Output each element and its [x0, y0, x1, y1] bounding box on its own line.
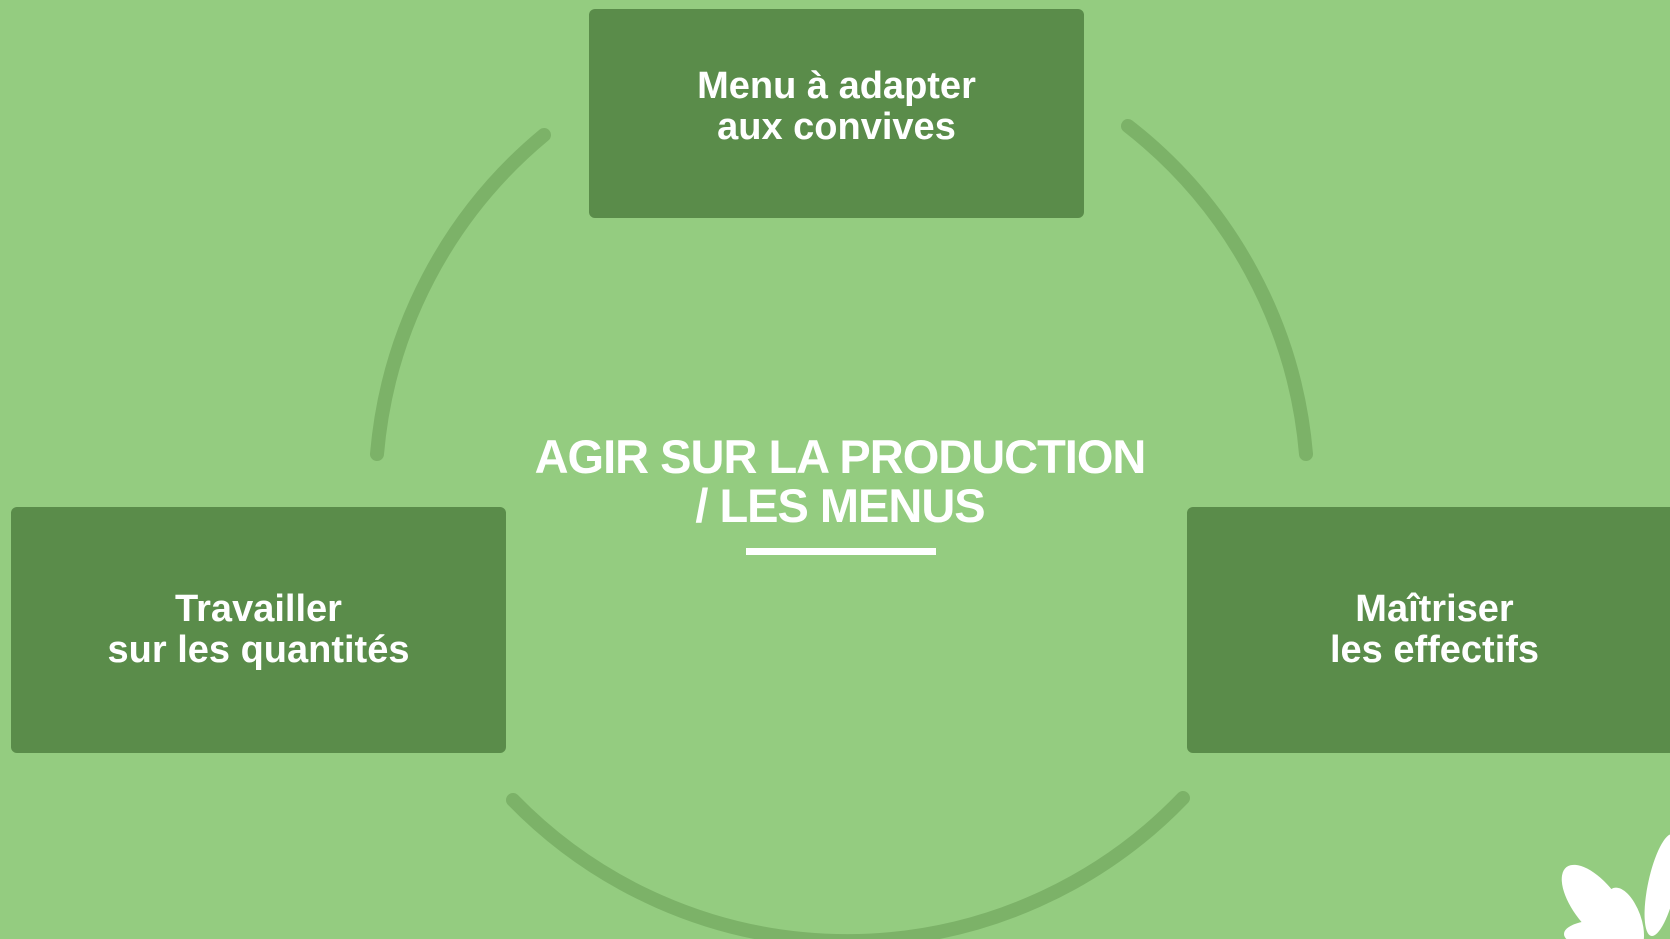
node-label-line2: les effectifs	[1329, 629, 1540, 671]
center-title-line1: AGIR SUR LA PRODUCTION	[534, 430, 1147, 483]
node-label-line2: sur les quantités	[107, 629, 410, 671]
center-title-line2: / LES MENUS	[695, 479, 985, 532]
title-underline	[746, 548, 936, 555]
node-label-line2: aux convives	[717, 105, 956, 148]
arc-bottom	[506, 791, 1190, 939]
node-quantites: Travailler sur les quantités	[11, 507, 506, 753]
node-label-line1: Menu à adapter	[697, 64, 976, 107]
node-label-line1: Travailler	[175, 588, 342, 630]
center-title: AGIR SUR LA PRODUCTION / LES MENUS	[470, 432, 1210, 530]
node-effectifs: Maîtriser les effectifs	[1187, 507, 1670, 753]
node-menu-convives: Menu à adapter aux convives	[589, 9, 1084, 218]
arc-top-left	[370, 128, 551, 461]
arc-top-right	[1121, 119, 1313, 461]
node-label-line1: Maîtriser	[1355, 588, 1514, 630]
